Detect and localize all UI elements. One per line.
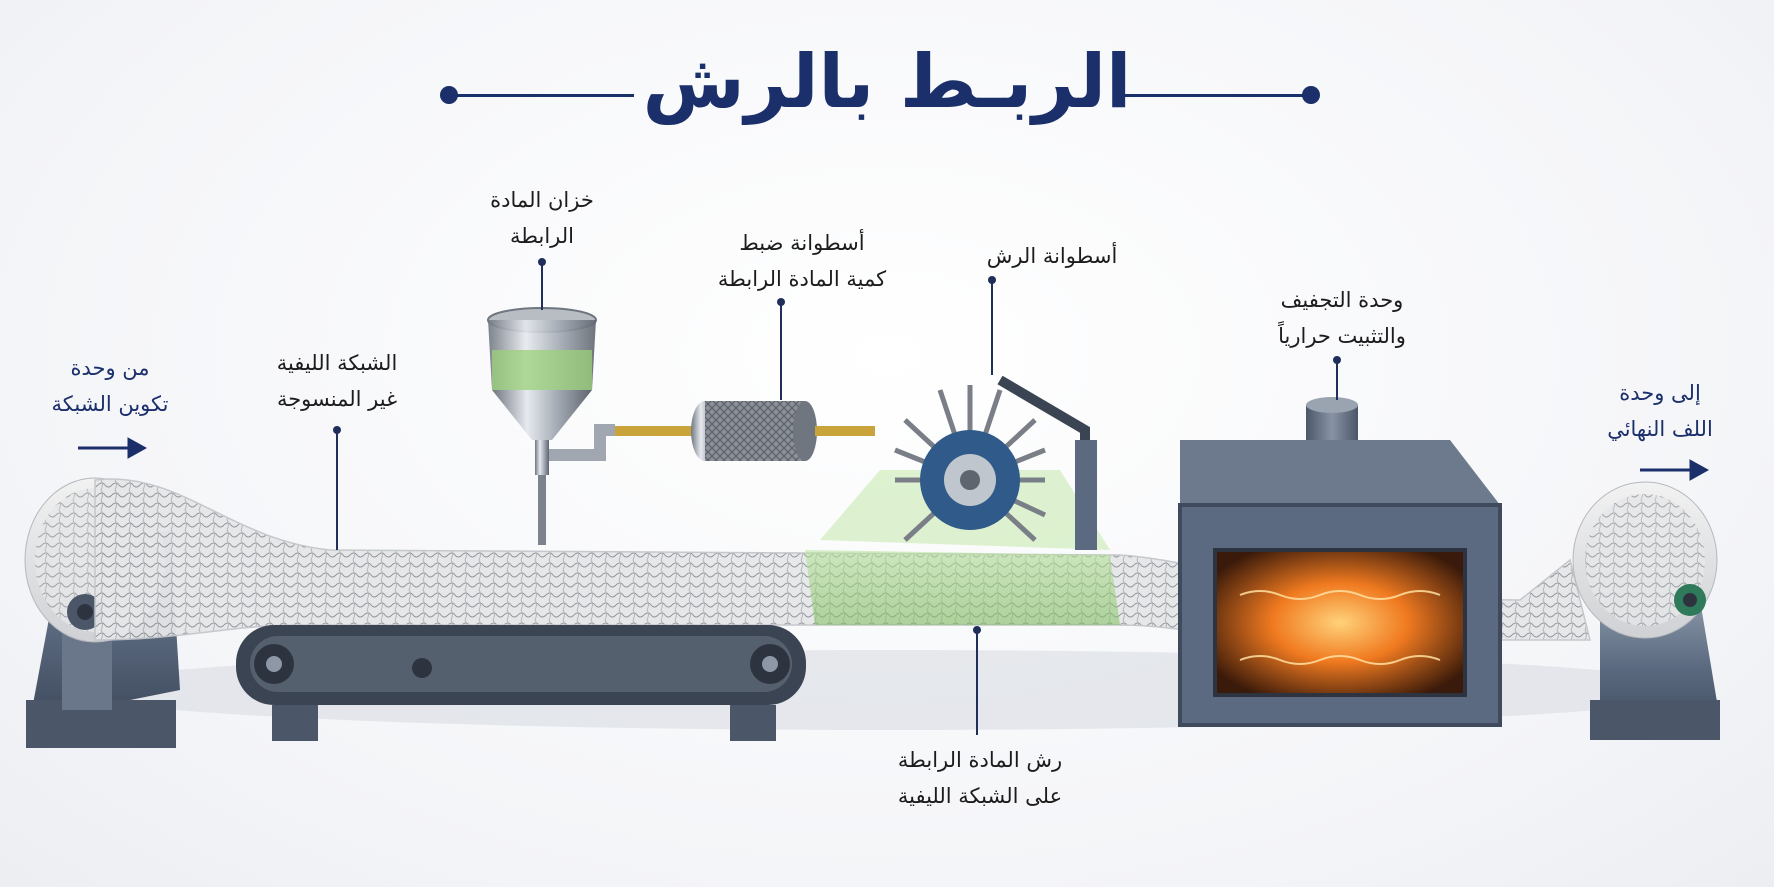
label-metering: أسطوانة ضبط كمية المادة الرابطة xyxy=(717,231,887,291)
label-spraying: رش المادة الرابطة على الشبكة الليفية xyxy=(897,748,1063,808)
leader-metering xyxy=(780,302,782,400)
dryer-unit xyxy=(1178,397,1502,727)
leader-spray-cylinder-dot xyxy=(988,276,996,284)
leader-spraying-dot xyxy=(973,626,981,634)
label-to-unit: إلى وحدة اللف النهائي xyxy=(1607,381,1713,441)
arrow-right-icon xyxy=(1640,459,1710,481)
diagram-title: الربـط بالرش xyxy=(642,39,1132,125)
title-rule-left-dot xyxy=(440,86,458,104)
leader-spray-cylinder xyxy=(991,280,993,375)
leader-dryer xyxy=(1336,360,1338,400)
leader-dryer-dot xyxy=(1333,356,1341,364)
leader-tank-dot xyxy=(538,258,546,266)
leader-web-dot xyxy=(333,426,341,434)
label-tank: خزان المادة الرابطة xyxy=(490,188,594,248)
title-rule-left xyxy=(446,94,634,97)
title-rule-right xyxy=(1124,94,1310,97)
spray-cylinder xyxy=(820,375,1110,550)
label-web: الشبكة الليفية غير المنسوجة xyxy=(276,351,398,411)
rewind-roll xyxy=(1572,481,1720,740)
leader-spraying xyxy=(976,630,978,735)
label-spray-cylinder: أسطوانة الرش xyxy=(986,244,1118,268)
sprayed-zone xyxy=(805,550,1120,625)
leader-web xyxy=(336,430,338,550)
metering-roller xyxy=(615,401,875,461)
label-from-unit: من وحدة تكوين الشبكة xyxy=(51,356,169,416)
title-rule-right-dot xyxy=(1302,86,1320,104)
leader-tank xyxy=(541,262,543,310)
label-dryer: وحدة التجفيف والتثبيت حرارياً xyxy=(1278,288,1406,348)
binder-tank xyxy=(487,307,615,545)
conveyor xyxy=(236,625,806,741)
arrow-right-icon xyxy=(78,437,148,459)
leader-metering-dot xyxy=(777,298,785,306)
